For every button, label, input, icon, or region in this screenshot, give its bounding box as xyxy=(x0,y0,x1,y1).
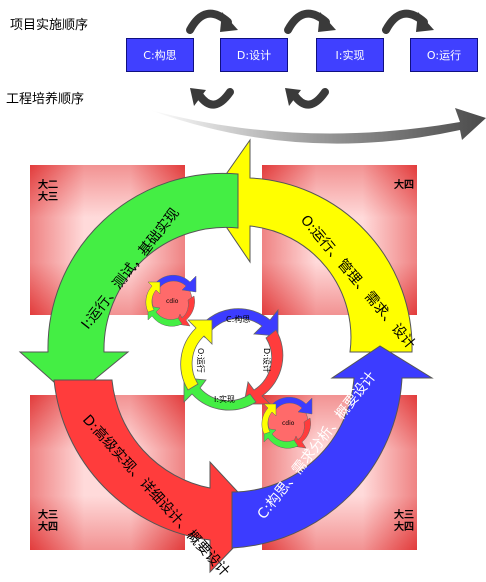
phase-box-c: C:构思 xyxy=(126,38,194,72)
big-arrow-i xyxy=(18,172,239,399)
center-label-d: D:设计 xyxy=(262,348,272,373)
year-label: 大三 xyxy=(38,192,58,203)
big-arrow-o xyxy=(207,138,413,353)
training-order-sweep-arrow xyxy=(150,108,486,144)
big-cycle xyxy=(18,138,434,574)
year-label: 大三 xyxy=(38,510,58,521)
phase-box-d: D:设计 xyxy=(220,38,288,72)
impl-order-label: 项目实施顺序 xyxy=(10,18,89,33)
phase-box-o: O:运行 xyxy=(410,38,478,72)
year-top-right: 大四 xyxy=(394,180,414,192)
center-label-o: O:运行 xyxy=(196,348,206,373)
center-label-i: I:实现 xyxy=(214,394,235,404)
mini-cycle-lower xyxy=(261,396,313,449)
year-bottom-right: 大三 大四 xyxy=(394,510,414,534)
training-order-label: 工程培养顺序 xyxy=(6,92,85,107)
big-arrow-c xyxy=(231,345,434,549)
year-top-left: 大二 大三 xyxy=(38,180,58,204)
impl-order-arrowheads xyxy=(190,12,434,106)
mini-cycle-lower-center: cdio xyxy=(282,420,295,427)
big-arrow-d xyxy=(53,379,263,574)
year-label: 大四 xyxy=(38,522,58,533)
center-label-c: C:构思 xyxy=(226,314,250,324)
mini-cycle-upper-center: cdio xyxy=(166,298,179,305)
year-bottom-left: 大三 大四 xyxy=(38,510,58,534)
year-label: 大四 xyxy=(394,522,414,533)
mini-cycle-upper xyxy=(145,274,197,327)
year-label: 大二 xyxy=(38,180,58,191)
year-label: 大三 xyxy=(394,510,414,521)
phase-box-i: I:实现 xyxy=(316,38,384,72)
center-cycle xyxy=(180,308,284,411)
year-label: 大四 xyxy=(394,180,414,191)
